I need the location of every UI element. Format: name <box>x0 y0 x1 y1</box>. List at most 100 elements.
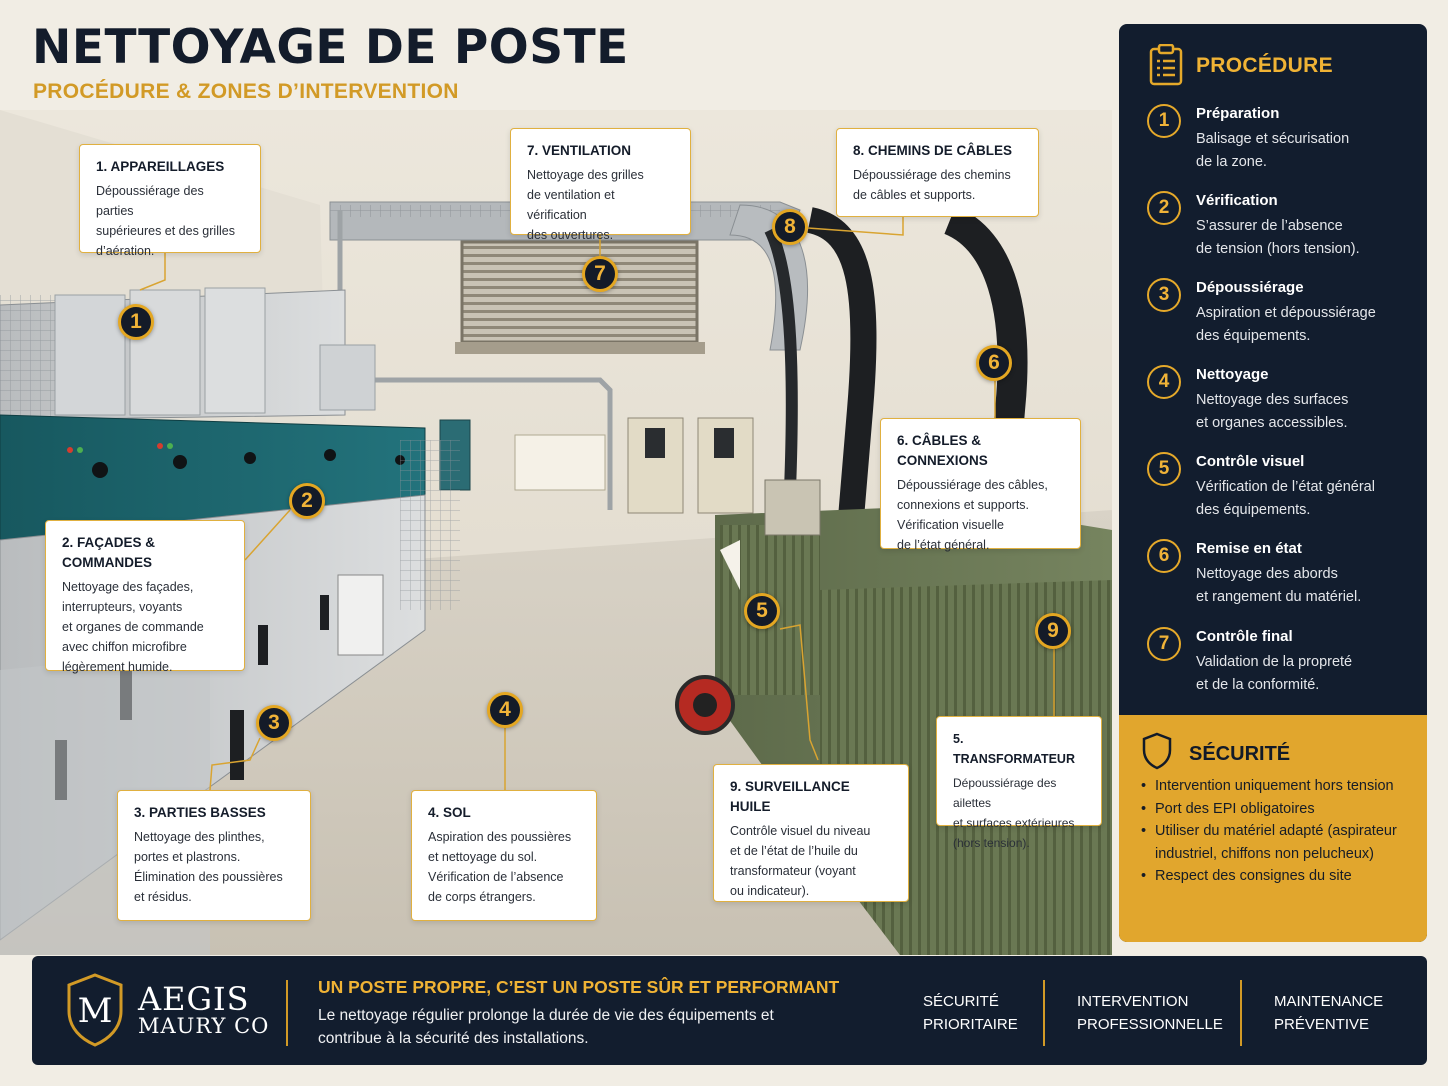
marker-1[interactable]: 1 <box>118 304 154 340</box>
step-line: Aspiration et dépoussiérage <box>1196 305 1376 321</box>
step-description: Vérification de l’état général des équip… <box>1196 476 1421 522</box>
callout-line: portes et plastrons. <box>134 850 241 864</box>
marker-5[interactable]: 5 <box>744 593 780 629</box>
page-title: NETTOYAGE DE POSTE <box>32 20 629 75</box>
marker-3[interactable]: 3 <box>256 705 292 741</box>
callout-line: (hors tension). <box>953 836 1030 850</box>
step-line: S’assurer de l’absence <box>1196 218 1343 234</box>
footer-tag-intervention: INTERVENTION PROFESSIONNELLE <box>1077 990 1223 1036</box>
callout-title: 9. SURVEILLANCE HUILE <box>730 779 850 814</box>
security-item: Port des EPI obligatoires <box>1141 798 1423 821</box>
callout-line: d’aération. <box>96 244 155 258</box>
callout-line: interrupteurs, voyants <box>62 600 183 614</box>
callout-line: avec chiffon microfibre <box>62 640 187 654</box>
callout-line: Vérification de l’absence <box>428 870 564 884</box>
marker-4[interactable]: 4 <box>487 692 523 728</box>
footer-banner: M AEGIS MAURY CO UN POSTE PROPRE, C’EST … <box>32 956 1427 1065</box>
tag-line: SÉCURITÉ <box>923 993 999 1010</box>
callout-line: Dépoussiérage des chemins <box>853 168 1011 182</box>
step-number: 1 <box>1147 104 1181 138</box>
callout-line: Dépoussiérage des câbles, <box>897 478 1048 492</box>
callout-title: 7. VENTILATION <box>527 143 632 158</box>
callout-line: Élimination des poussières <box>134 870 283 884</box>
callout-line: supérieures et des grilles <box>96 224 235 238</box>
procedure-title: PROCÉDURE <box>1196 54 1333 77</box>
footer-tag-securite: SÉCURITÉ PRIORITAIRE <box>923 990 1018 1036</box>
step-number: 4 <box>1147 365 1181 399</box>
step-description: Nettoyage des abords et rangement du mat… <box>1196 563 1421 609</box>
callout-leader-lines <box>139 217 1055 791</box>
step-title: Préparation <box>1196 105 1280 122</box>
callout-ventilation: 7. VENTILATION Nettoyage des grilles de … <box>510 128 691 242</box>
clipboard-icon <box>1149 44 1183 86</box>
page-subtitle: PROCÉDURE & ZONES D’INTERVENTION <box>33 80 459 103</box>
marker-6[interactable]: 6 <box>976 345 1012 381</box>
callout-parties-basses: 3. PARTIES BASSES Nettoyage des plinthes… <box>117 790 311 921</box>
callout-chemins-de-cables: 8. CHEMINS DE CÂBLES Dépoussiérage des c… <box>836 128 1039 217</box>
step-line: des équipements. <box>1196 328 1311 344</box>
step-title: Nettoyage <box>1196 366 1269 383</box>
callout-line: et nettoyage du sol. <box>428 850 538 864</box>
tag-line: MAINTENANCE <box>1274 993 1384 1010</box>
step-description: Validation de la propreté et de la confo… <box>1196 651 1421 697</box>
procedure-step: 4 Nettoyage Nettoyage des surfaces et or… <box>1119 365 1427 453</box>
callout-line: Nettoyage des grilles <box>527 168 644 182</box>
step-line: des équipements. <box>1196 502 1311 518</box>
step-title: Remise en état <box>1196 540 1302 557</box>
step-line: de tension (hors tension). <box>1196 241 1360 257</box>
callout-line: transformateur (voyant <box>730 864 856 878</box>
step-line: de la zone. <box>1196 154 1267 170</box>
marker-9[interactable]: 9 <box>1035 613 1071 649</box>
step-number: 6 <box>1147 539 1181 573</box>
callout-title: 6. CÂBLES & CONNEXIONS <box>897 433 988 468</box>
callout-line: connexions et supports. <box>897 498 1030 512</box>
procedure-step: 6 Remise en état Nettoyage des abords et… <box>1119 539 1427 627</box>
footer-tag-maintenance: MAINTENANCE PRÉVENTIVE <box>1274 990 1383 1036</box>
footer-divider <box>1043 980 1045 1046</box>
callout-title: 3. PARTIES BASSES <box>134 805 266 820</box>
step-line: Vérification de l’état général <box>1196 479 1375 495</box>
shield-icon <box>1142 732 1172 770</box>
callout-line: Nettoyage des façades, <box>62 580 194 594</box>
security-item: Respect des consignes du site <box>1141 865 1423 888</box>
step-line: et rangement du matériel. <box>1196 589 1362 605</box>
callout-surveillance-huile: 9. SURVEILLANCE HUILE Contrôle visuel du… <box>713 764 909 902</box>
step-line: et de la conformité. <box>1196 677 1320 693</box>
callout-title: 8. CHEMINS DE CÂBLES <box>853 143 1013 158</box>
footer-slogan: UN POSTE PROPRE, C’EST UN POSTE SÛR ET P… <box>318 977 840 997</box>
callout-line: légèrement humide. <box>62 660 173 674</box>
security-title: SÉCURITÉ <box>1189 743 1291 765</box>
security-item: Intervention uniquement hors tension <box>1141 775 1423 798</box>
callout-title: 2. FAÇADES & COMMANDES <box>62 535 156 570</box>
callout-line: Vérification visuelle <box>897 518 1004 532</box>
callout-title: 4. SOL <box>428 805 471 820</box>
marker-2[interactable]: 2 <box>289 483 325 519</box>
procedure-step: 5 Contrôle visuel Vérification de l’état… <box>1119 452 1427 540</box>
step-number: 7 <box>1147 627 1181 661</box>
procedure-panel: PROCÉDURE 1 Préparation Balisage et sécu… <box>1119 24 1427 942</box>
security-item: Utiliser du matériel adapté (aspirateur … <box>1141 820 1423 865</box>
marker-7[interactable]: 7 <box>582 256 618 292</box>
step-title: Contrôle visuel <box>1196 453 1305 470</box>
callout-line: et de l’état de l’huile du <box>730 844 858 858</box>
aegis-shield-logo-icon: M <box>67 973 123 1047</box>
step-description: S’assurer de l’absence de tension (hors … <box>1196 215 1421 261</box>
brand-name: AEGIS <box>138 980 250 1018</box>
callout-line: Dépoussiérage des parties <box>96 184 204 218</box>
marker-8[interactable]: 8 <box>772 209 808 245</box>
tag-line: INTERVENTION <box>1077 993 1189 1010</box>
step-description: Balisage et sécurisation de la zone. <box>1196 128 1421 174</box>
footer-text: Le nettoyage régulier prolonge la durée … <box>318 1007 774 1047</box>
brand-subname: MAURY CO <box>138 1014 270 1038</box>
tag-line: PROFESSIONNELLE <box>1077 1016 1223 1033</box>
logo-letter: M <box>78 991 113 1031</box>
step-line: Validation de la propreté <box>1196 654 1353 670</box>
callout-line: de ventilation et vérification <box>527 188 615 222</box>
callout-transformateur: 5. TRANSFORMATEUR Dépoussiérage des aile… <box>936 716 1102 850</box>
callout-line: Contrôle visuel du niveau <box>730 824 871 838</box>
callout-line: ou indicateur). <box>730 884 810 898</box>
callout-facades-commandes: 2. FAÇADES & COMMANDES Nettoyage des faç… <box>45 520 245 674</box>
security-list: Intervention uniquement hors tension Por… <box>1141 775 1423 888</box>
callout-line: et résidus. <box>134 890 192 904</box>
step-title: Contrôle final <box>1196 628 1293 645</box>
